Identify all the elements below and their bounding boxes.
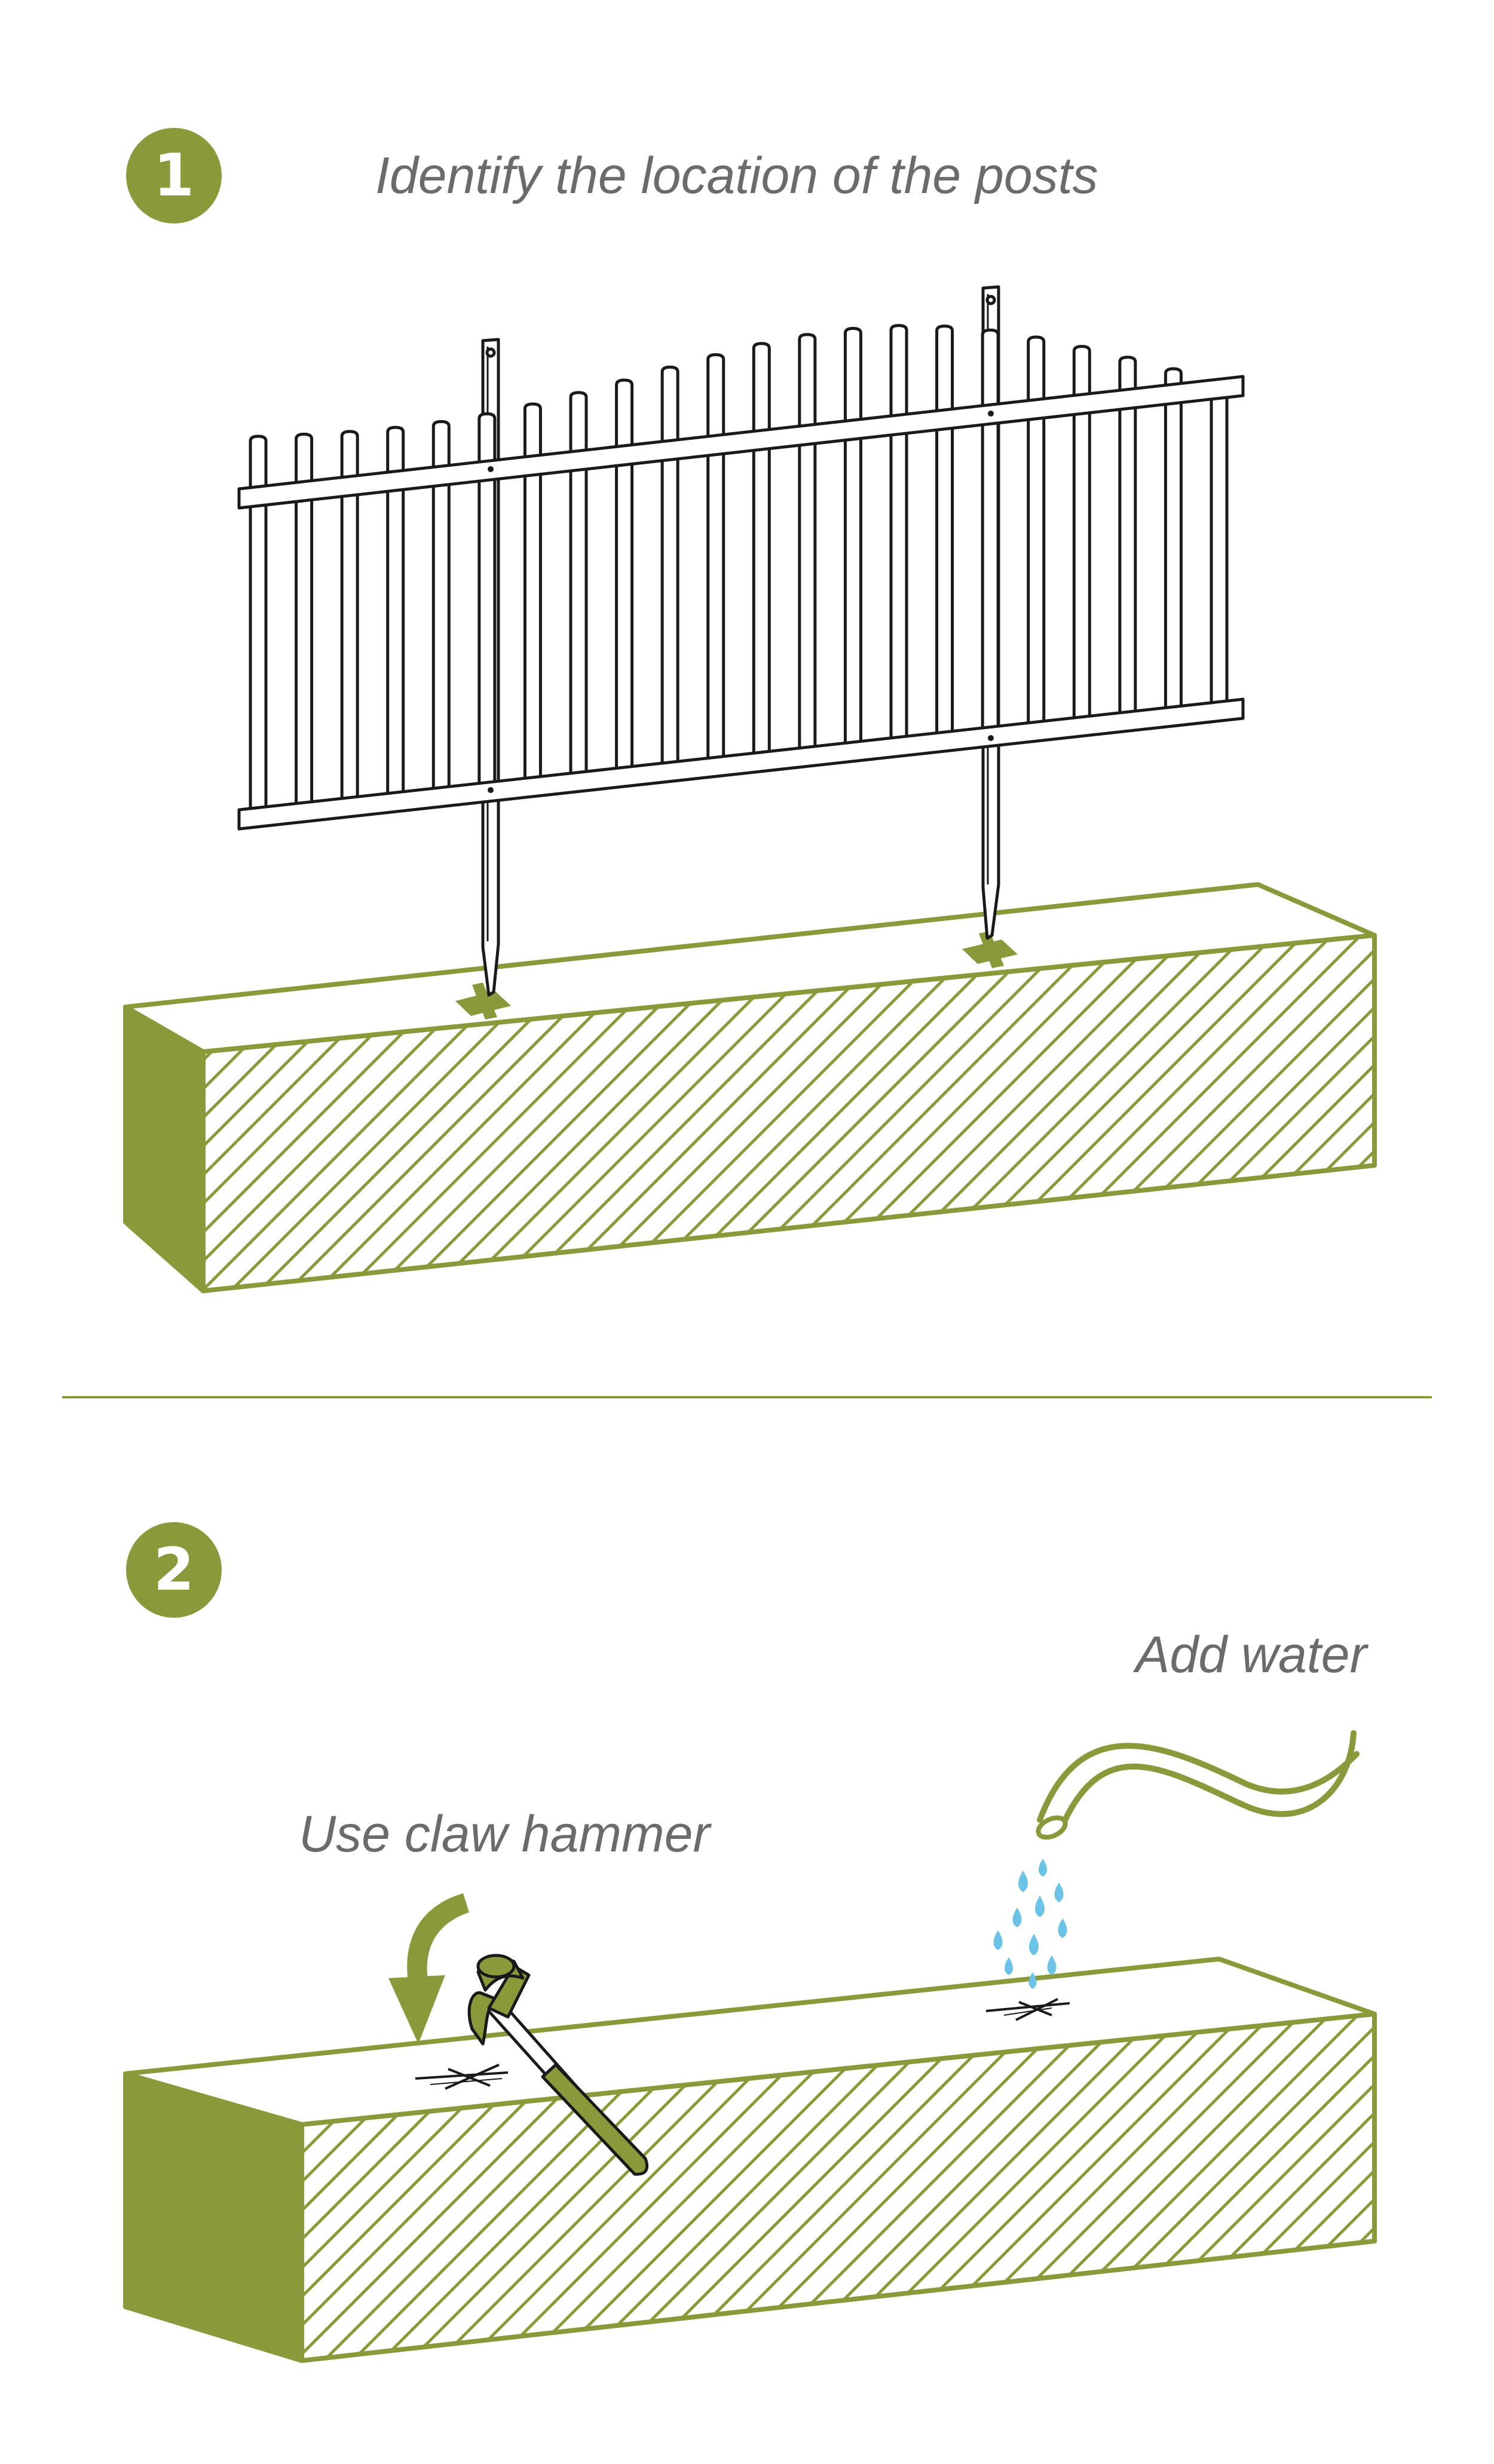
fence-pickets bbox=[249, 324, 1229, 818]
hose-nozzle bbox=[1036, 1815, 1068, 1840]
water-drops bbox=[993, 1859, 1067, 1989]
block-2-side bbox=[123, 2071, 304, 2363]
fence-picket bbox=[1027, 335, 1046, 730]
fence-picket bbox=[843, 326, 862, 751]
ground-block-1 bbox=[123, 882, 1377, 1293]
fence-picket bbox=[569, 391, 588, 782]
step-2-badge: 2 bbox=[126, 1522, 222, 1618]
hatch-line bbox=[1371, 935, 1374, 1291]
ground-block-2 bbox=[123, 1957, 1377, 2363]
fence-picket bbox=[981, 328, 1000, 736]
water-drop-icon bbox=[1039, 1859, 1047, 1877]
hatch-line bbox=[625, 935, 998, 1291]
fence-picket bbox=[615, 378, 634, 776]
fence-rail-bottom bbox=[237, 697, 1245, 831]
fence-panel bbox=[237, 285, 1245, 997]
placement-cross-right bbox=[962, 931, 1018, 968]
fence-picket bbox=[295, 433, 314, 812]
water-drop-icon bbox=[1054, 1883, 1064, 1902]
fence-picket bbox=[431, 420, 451, 797]
water-drop-icon bbox=[1012, 1908, 1022, 1927]
use-claw-hammer-caption: Use claw hammer bbox=[299, 1805, 711, 1863]
placement-cross-left bbox=[455, 982, 511, 1020]
hatch-line bbox=[718, 2014, 1079, 2361]
water-drop-icon bbox=[993, 1930, 1003, 1950]
block-1-side bbox=[123, 1005, 206, 1293]
add-water-caption: Add water bbox=[1135, 1626, 1367, 1684]
water-drop-icon bbox=[1035, 1896, 1045, 1917]
hose-icon bbox=[1037, 1730, 1360, 1826]
fence-rail-top bbox=[237, 375, 1245, 510]
fence-picket bbox=[249, 434, 268, 818]
hatch-line bbox=[690, 2014, 1051, 2361]
hatch-line bbox=[604, 2014, 965, 2361]
fence-picket bbox=[1072, 345, 1091, 726]
step-1-number: 1 bbox=[153, 142, 195, 210]
hatch-line bbox=[654, 935, 1027, 1291]
hatch-line bbox=[596, 935, 969, 1291]
water-drop-icon bbox=[1028, 1972, 1037, 1989]
fence-picket bbox=[1210, 378, 1229, 710]
ground-mark-right bbox=[985, 1998, 1070, 2021]
water-drop-icon bbox=[1005, 1957, 1013, 1975]
hammer-grip bbox=[541, 2063, 649, 2176]
claw-hammer-icon bbox=[467, 1954, 649, 2176]
step-1-caption: Identify the location of the posts bbox=[375, 147, 1098, 204]
fence-picket bbox=[1164, 367, 1183, 715]
fence-picket bbox=[798, 333, 817, 756]
fence-picket bbox=[477, 412, 497, 792]
fence-picket bbox=[889, 324, 908, 746]
fence-picket bbox=[523, 402, 542, 787]
fence-picket bbox=[706, 353, 725, 766]
step-2-number: 2 bbox=[153, 1536, 195, 1604]
fence-picket bbox=[660, 365, 679, 772]
fence-picket bbox=[935, 325, 954, 740]
curved-arrow-icon bbox=[388, 1893, 469, 2044]
ground-mark-left bbox=[415, 2064, 509, 2090]
water-drop-icon bbox=[1018, 1871, 1028, 1892]
step-1-badge: 1 bbox=[126, 128, 222, 224]
hatch-line bbox=[568, 935, 941, 1291]
fence-picket bbox=[1118, 356, 1137, 720]
fence-picket bbox=[752, 342, 771, 761]
water-drop-icon bbox=[1047, 1955, 1057, 1975]
hatch-line bbox=[632, 2014, 993, 2361]
water-drop-icon bbox=[1029, 1934, 1039, 1955]
water-drop-icon bbox=[1058, 1918, 1067, 1938]
fence-picket bbox=[386, 426, 405, 802]
fence-picket bbox=[340, 430, 359, 807]
section-divider bbox=[62, 1396, 1432, 1398]
hatch-line bbox=[661, 2014, 1022, 2361]
hatch-line bbox=[539, 935, 912, 1291]
hatch-line bbox=[575, 2014, 936, 2361]
